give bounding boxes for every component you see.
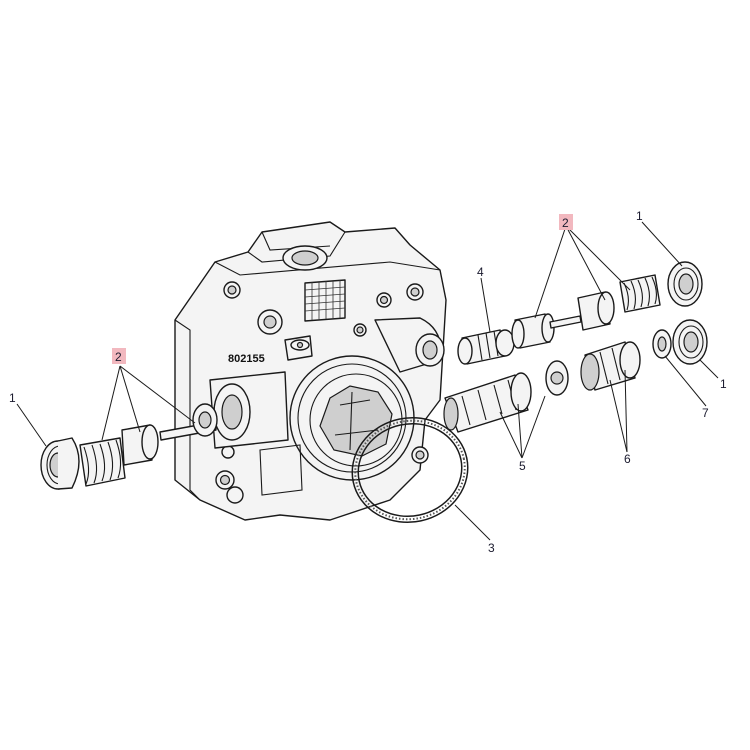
outlet-bore [289,355,415,481]
valve-part-6 [580,341,641,391]
callout-2-left: 2 [115,350,122,364]
cap-part-1-right [672,319,708,365]
callout-1-left: 1 [9,391,16,405]
callout-labels: 1 2 2 1 4 1 7 6 5 3 [9,209,727,555]
left-valve-stack [40,403,218,490]
pump-housing: 802155 [174,221,447,521]
callout-5: 5 [519,459,526,473]
leader-lines [16,221,719,541]
callout-1-top: 1 [636,209,643,223]
serial-number: 802155 [228,353,265,365]
grid-plate [304,279,346,322]
right-valve-spring [511,261,703,349]
o-ring [351,416,469,524]
washer-part-7 [652,329,672,359]
callout-highlight-left [112,348,126,364]
callout-6: 6 [624,452,631,466]
callout-1-right: 1 [720,377,727,391]
callout-2-right: 2 [562,216,569,230]
callout-3: 3 [488,541,495,555]
callout-highlight-right [559,214,573,230]
cartridge-part-4 [457,329,515,365]
callout-4: 4 [477,265,484,279]
callout-7: 7 [702,406,709,420]
valve-body-part-5 [443,360,569,433]
